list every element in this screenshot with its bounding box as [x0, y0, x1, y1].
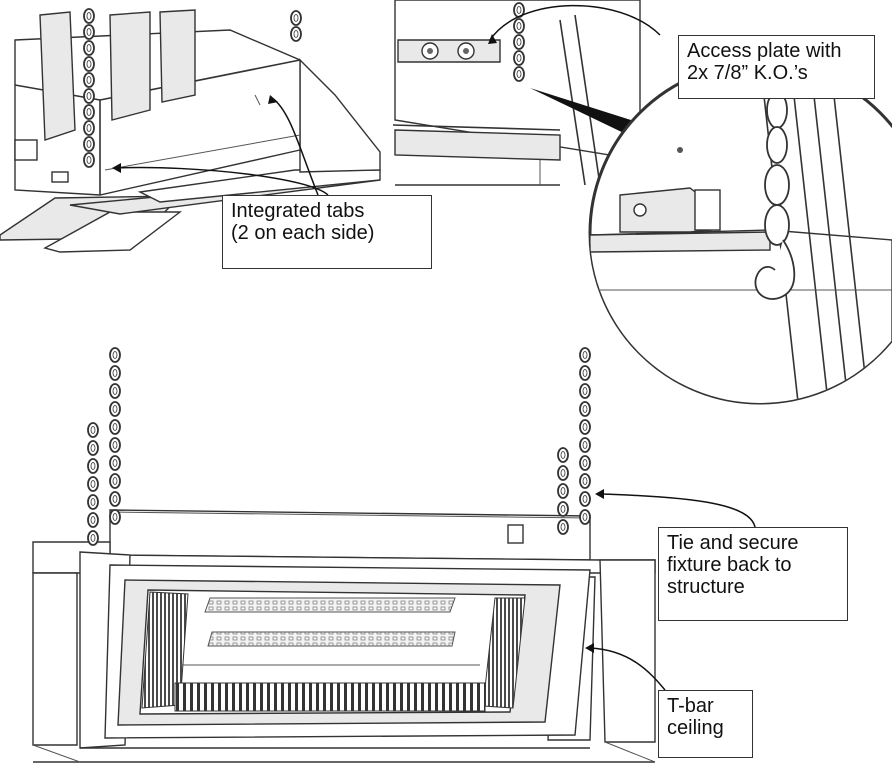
t-bar-line2: ceiling	[667, 717, 724, 739]
bottom-main-view	[32, 347, 756, 763]
tie-secure-line1: Tie and secure	[667, 532, 799, 554]
chain-main-left-inner	[109, 347, 121, 525]
magnified-hook-detail	[588, 56, 892, 405]
integrated-tabs-callout: Integrated tabs (2 on each side)	[222, 195, 432, 269]
integrated-tabs-line1: Integrated tabs	[231, 200, 365, 222]
chain-right-detail	[290, 10, 302, 42]
tie-secure-callout: Tie and secure fixture back to structure	[658, 527, 848, 621]
integrated-tabs-line2: (2 on each side)	[231, 222, 375, 244]
tie-secure-leader	[595, 489, 756, 528]
chain-main-left-outer	[87, 422, 99, 546]
top-right-detail-view	[392, 0, 661, 186]
access-plate-line1: Access plate with	[687, 40, 842, 62]
t-bar-leader	[585, 643, 666, 691]
tabs-leader-lines	[112, 95, 329, 196]
chain-main-right-outer	[579, 347, 591, 525]
tie-secure-line3: structure	[667, 576, 745, 598]
access-plate-callout: Access plate with 2x 7/8” K.O.’s	[678, 35, 875, 99]
access-plate-line2: 2x 7/8” K.O.’s	[687, 62, 808, 84]
t-bar-line1: T-bar	[667, 695, 714, 717]
chain-main-right-inner	[557, 447, 569, 535]
tie-secure-line2: fixture back to	[667, 554, 792, 576]
t-bar-callout: T-bar ceiling	[658, 690, 753, 758]
